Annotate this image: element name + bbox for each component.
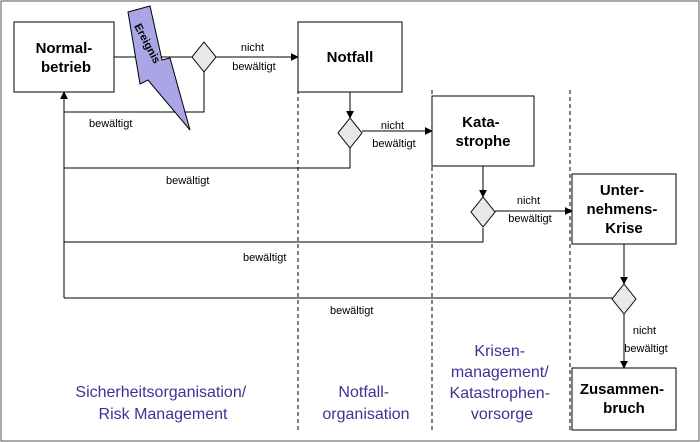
edge-label-not-handled-3: nicht bewältigt [508, 195, 551, 225]
label-notfall: Notfall [327, 49, 374, 66]
box-katastrophe [431, 95, 535, 167]
return-line-1 [64, 72, 205, 113]
edge-label-handled-3: bewältigt [243, 252, 286, 264]
return-line-3 [64, 228, 484, 243]
edge-label-not-handled-2: nicht bewältigt [372, 120, 415, 150]
return-line-2 [64, 146, 351, 169]
decision-diamond-2 [337, 117, 363, 149]
decision-diamond-4 [611, 283, 637, 315]
forward-lines [114, 53, 628, 369]
box-normalbetrieb [13, 21, 115, 93]
box-notfall [297, 21, 403, 93]
decision-diamond-1 [191, 41, 217, 73]
zone-label-security: Sicherheitsorganisation/ Risk Management [75, 384, 250, 423]
edge-label-handled-1: bewältigt [89, 118, 132, 130]
decision-diamonds [191, 41, 637, 315]
event-lightning-icon [127, 5, 191, 131]
label-unternehmenskrise: Unter- nehmens- Krise [586, 182, 661, 237]
decision-diamond-3 [470, 196, 496, 228]
edge-label-not-handled-4: nicht bewältigt [624, 325, 667, 355]
box-unternehmenskrise [571, 173, 677, 245]
box-zusammenbruch [571, 367, 677, 431]
label-katastrophe: Kata- strophe [455, 114, 510, 150]
zone-label-crisis: Krisen- management/ Katastrophen- vorsor… [450, 343, 555, 423]
edge-label-handled-2: bewältigt [166, 175, 209, 187]
edge-label-handled-4: bewältigt [330, 305, 373, 317]
label-zusammenbruch: Zusammen- bruch [580, 381, 668, 417]
label-normalbetrieb: Normal- betrieb [36, 40, 97, 76]
return-lines [60, 72, 625, 315]
edge-label-not-handled-1: nicht bewältigt [232, 42, 275, 73]
zone-label-emergency: Notfall- organisation [322, 384, 409, 423]
